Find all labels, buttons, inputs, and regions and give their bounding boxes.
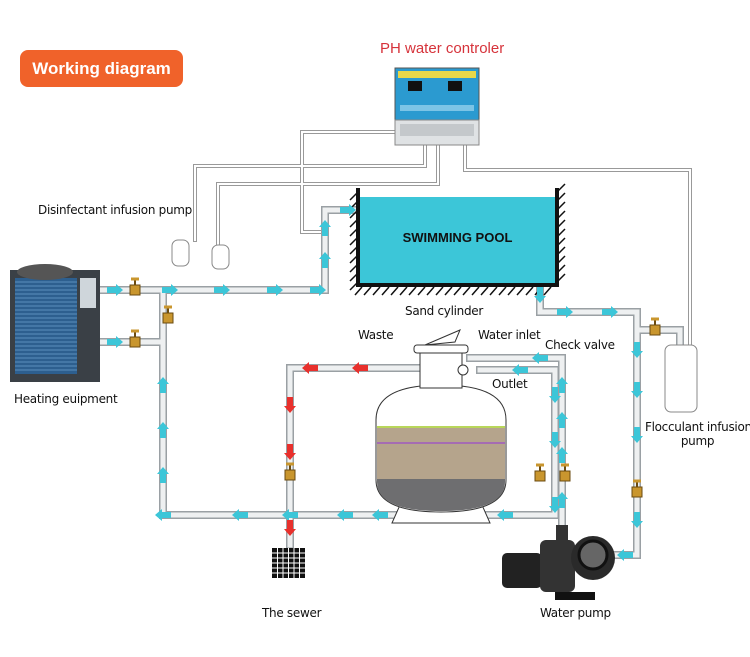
water-flow-arrow-icon [549, 432, 561, 448]
waste-flow-arrow-icon [284, 520, 296, 536]
water-flow-arrow-icon [549, 497, 561, 513]
pool-label: SWIMMING POOL [402, 230, 513, 245]
water-flow-arrow-icon [556, 377, 568, 393]
waste-flow-arrow-icon [284, 397, 296, 413]
water-flow-arrow-icon [512, 364, 528, 376]
outlet-label: Outlet [492, 377, 528, 391]
waste-flow-arrow-icon [302, 362, 318, 374]
water-flow-arrow-icon [232, 509, 248, 521]
valve-icon [534, 463, 546, 482]
water-flow-arrow-icon [549, 387, 561, 403]
water-flow-arrow-icon [157, 467, 169, 483]
water-flow-arrow-icon [214, 284, 230, 296]
water-flow-arrow-icon [617, 549, 633, 561]
water-flow-arrow-icon [267, 284, 283, 296]
water-flow-arrow-icon [107, 336, 123, 348]
valve-icon [631, 479, 643, 498]
water-flow-arrow-icon [556, 492, 568, 508]
sewer-grate [272, 548, 305, 578]
water-flow-arrow-icon [532, 352, 548, 364]
valve-icon [129, 329, 141, 348]
water-flow-arrow-icon [556, 447, 568, 463]
valves [129, 277, 661, 498]
water-flow-arrow-icon [107, 284, 123, 296]
water-flow-arrow-icon [162, 284, 178, 296]
check-valve-label: Check valve [545, 338, 615, 352]
disinfectant-pump-label: Disinfectant infusion pump [38, 203, 193, 217]
disinfectant-pumps [171, 239, 230, 270]
swimming-pool [349, 183, 566, 296]
water-flow-arrow-icon [631, 382, 643, 398]
water-flow-arrow-icon [157, 377, 169, 393]
water-flow-arrow-icon [602, 306, 618, 318]
heating-label: Heating euipment [14, 392, 118, 406]
water-flow-arrow-icon [557, 306, 573, 318]
water-flow-arrow-icon [631, 342, 643, 358]
waste-flow-arrow-icon [352, 362, 368, 374]
water-flow-arrow-icon [310, 284, 326, 296]
flocculant-label-line2: pump [680, 434, 715, 448]
flocculant-label: Flocculant infusion pump [645, 420, 750, 448]
water-flow-arrow-icon [372, 509, 388, 521]
flow-arrows [107, 204, 643, 561]
heating-equipment [10, 264, 100, 382]
ph-controller [394, 67, 480, 146]
water-flow-arrow-icon [337, 509, 353, 521]
water-flow-arrow-icon [155, 509, 171, 521]
flocculant-label-line1: Flocculant infusion [645, 420, 750, 434]
valve-icon [162, 305, 174, 324]
water-inlet-label: Water inlet [478, 328, 541, 342]
water-flow-arrow-icon [497, 509, 513, 521]
working-diagram-badge: Working diagram [20, 50, 183, 87]
waste-flow-arrow-icon [284, 444, 296, 460]
valve-icon [129, 277, 141, 296]
water-flow-arrow-icon [631, 512, 643, 528]
valve-icon [284, 462, 296, 481]
water-flow-arrow-icon [319, 220, 331, 236]
water-flow-arrow-icon [631, 427, 643, 443]
sand-cylinder [375, 329, 507, 524]
valve-icon [649, 317, 661, 336]
controller-title: PH water controler [380, 40, 505, 57]
water-flow-arrow-icon [340, 204, 356, 216]
flocculant-pump [664, 344, 698, 413]
water-flow-arrow-icon [556, 412, 568, 428]
water-flow-arrow-icon [282, 509, 298, 521]
water-flow-arrow-icon [319, 252, 331, 268]
water-flow-arrow-icon [534, 287, 546, 303]
water-pump-label: Water pump [540, 606, 611, 620]
water-flow-arrow-icon [157, 422, 169, 438]
valve-icon [559, 463, 571, 482]
sand-cylinder-label: Sand cylinder [405, 304, 484, 318]
water-pump [502, 525, 615, 600]
waste-label: Waste [358, 328, 394, 342]
sewer-label: The sewer [262, 606, 322, 620]
